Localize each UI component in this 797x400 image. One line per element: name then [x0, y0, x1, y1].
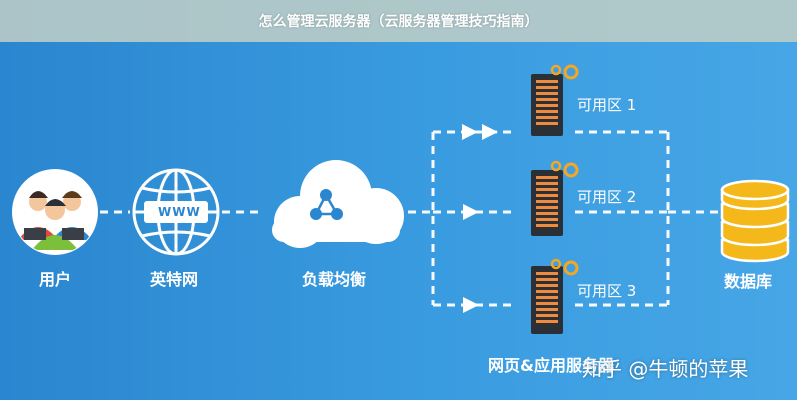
- cloud-icon: [272, 160, 404, 248]
- database-icon: [720, 179, 790, 263]
- user-avatar-icon: [12, 169, 98, 255]
- arrow-icon: [463, 204, 479, 220]
- arrow-icon: [462, 124, 478, 140]
- www-badge: [144, 201, 208, 223]
- www-label: WWW: [158, 205, 201, 219]
- title-bar: 怎么管理云服务器（云服务器管理技巧指南）: [0, 0, 797, 42]
- arrowheads: [462, 124, 498, 313]
- database-label: 数据库: [724, 272, 773, 291]
- server-icon-zone2: [531, 170, 563, 236]
- gear-icon: [550, 160, 579, 178]
- arrow-icon: [482, 124, 498, 140]
- server-group-label: 网页&应用服务器: [488, 356, 614, 375]
- connector-lines: [100, 130, 718, 307]
- user-label: 用户: [39, 270, 72, 289]
- gear-icon: [550, 258, 579, 276]
- zone-2-label: 可用区 2: [577, 188, 637, 206]
- share-network-icon: [310, 189, 343, 220]
- watermark: 知乎 @牛顿的苹果: [582, 357, 749, 381]
- zone-3-label: 可用区 3: [577, 282, 637, 300]
- internet-label: 英特网: [150, 270, 199, 289]
- zone-1-label: 可用区 1: [577, 96, 637, 114]
- gear-icon: [550, 64, 579, 80]
- server-icon-zone1: [531, 74, 563, 136]
- page-title: 怎么管理云服务器（云服务器管理技巧指南）: [258, 14, 539, 30]
- arrow-icon: [463, 297, 479, 313]
- load-balancer-label: 负载均衡: [302, 270, 367, 289]
- server-icon-zone3: [531, 266, 563, 334]
